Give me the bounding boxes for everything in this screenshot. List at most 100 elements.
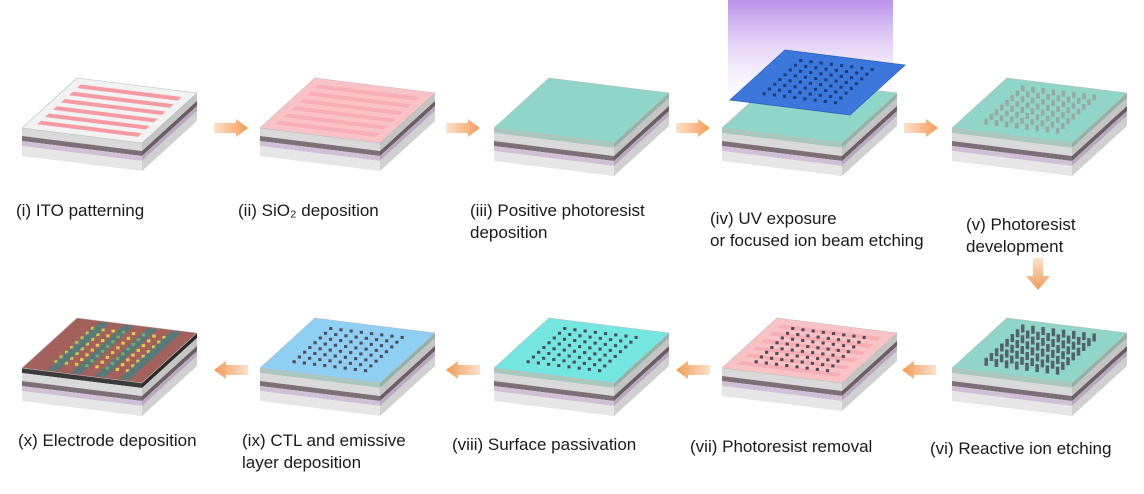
- process-arrow: [676, 361, 710, 379]
- array-cell: [1056, 116, 1060, 123]
- layer-front: [22, 381, 142, 401]
- array-cell: [816, 357, 820, 361]
- mask-opening: [803, 97, 807, 101]
- layer-side: [380, 346, 435, 401]
- layer-side: [380, 333, 435, 388]
- array-cell: [852, 345, 856, 349]
- array-cell: [780, 347, 784, 351]
- array-cell: [339, 328, 343, 332]
- mask-opening: [824, 89, 828, 93]
- layer-side: [380, 93, 435, 151]
- array-cell: [542, 356, 546, 360]
- array-cell: [1020, 107, 1024, 114]
- mask-opening: [839, 74, 843, 78]
- layer-side: [614, 346, 669, 401]
- array-cell: [85, 331, 90, 335]
- array-cell: [1050, 121, 1055, 128]
- array-cell: [608, 338, 613, 342]
- layer-front: [22, 368, 142, 388]
- mask-opening: [819, 83, 823, 87]
- layer-front: [22, 373, 142, 396]
- array-cell: [1066, 96, 1071, 103]
- array-cell: [547, 341, 551, 345]
- layer-side: [1072, 116, 1127, 176]
- array-cell: [339, 339, 343, 343]
- top-face: [259, 317, 436, 384]
- array-cell: [567, 365, 571, 369]
- layer-side: [614, 98, 669, 156]
- layer-front: [952, 373, 1072, 396]
- array-cell: [1061, 122, 1065, 129]
- ito-stripe: [291, 106, 396, 123]
- array-cell: [770, 356, 774, 360]
- ito-stripe: [69, 91, 174, 108]
- layer-front: [494, 141, 614, 161]
- array-cell: [815, 367, 819, 371]
- layer-front: [260, 146, 380, 171]
- process-arrow: [676, 119, 710, 137]
- process-arrow: [904, 119, 938, 137]
- mask-opening: [783, 73, 787, 77]
- layer-side: [142, 333, 197, 388]
- array-cell: [1087, 338, 1091, 347]
- array-cell: [152, 345, 156, 349]
- array-cell: [333, 354, 337, 358]
- mask-opening: [793, 63, 798, 67]
- array-cell: [312, 362, 317, 366]
- layer-front: [260, 386, 380, 406]
- array-cell: [364, 336, 368, 340]
- array-cell: [1045, 354, 1050, 363]
- array-cell: [141, 354, 145, 358]
- mask-opening: [844, 80, 848, 84]
- array-cell: [578, 345, 582, 349]
- array-cell: [121, 341, 125, 345]
- layer-side: [842, 98, 897, 156]
- array-cell: [578, 334, 582, 338]
- array-cell: [1066, 118, 1070, 125]
- array-cell: [1040, 348, 1045, 357]
- array-cell: [1000, 104, 1004, 111]
- array-cell: [557, 342, 561, 346]
- mask-opening: [829, 73, 833, 77]
- mask-opening: [870, 67, 874, 71]
- array-cell: [338, 360, 342, 364]
- array-cell: [572, 349, 577, 353]
- array-cell: [598, 336, 602, 340]
- layer-front: [722, 151, 842, 176]
- array-cell: [157, 340, 161, 344]
- layer-side: [842, 341, 897, 396]
- layer-side: [842, 116, 897, 176]
- layer-side: [614, 351, 669, 406]
- array-cell: [847, 339, 851, 343]
- array-cell: [1051, 110, 1055, 117]
- array-cell: [542, 346, 546, 349]
- array-cell: [1045, 365, 1050, 374]
- array-cell: [395, 340, 399, 344]
- array-cell: [852, 334, 856, 338]
- layer-side: [1072, 93, 1127, 148]
- array-cell: [831, 332, 836, 336]
- array-cell: [1015, 340, 1020, 349]
- array-cell: [577, 355, 582, 359]
- mask-opening: [834, 68, 838, 72]
- mask-opening: [818, 93, 822, 97]
- array-cell: [141, 344, 146, 348]
- top-face: [493, 317, 670, 384]
- array-cell: [1015, 361, 1019, 370]
- array-cell: [810, 361, 814, 365]
- array-cell: [613, 344, 618, 348]
- mask-opening: [798, 80, 802, 84]
- array-cell: [857, 340, 861, 344]
- layer-front: [494, 151, 614, 176]
- array-cell: [593, 341, 597, 345]
- array-cell: [1041, 88, 1045, 95]
- array-cell: [1020, 96, 1025, 103]
- array-cell: [1025, 102, 1030, 109]
- array-cell: [292, 360, 296, 364]
- layer-side: [614, 333, 669, 388]
- layer-side: [614, 338, 669, 396]
- mask-opening: [839, 64, 844, 68]
- array-cell: [354, 357, 358, 361]
